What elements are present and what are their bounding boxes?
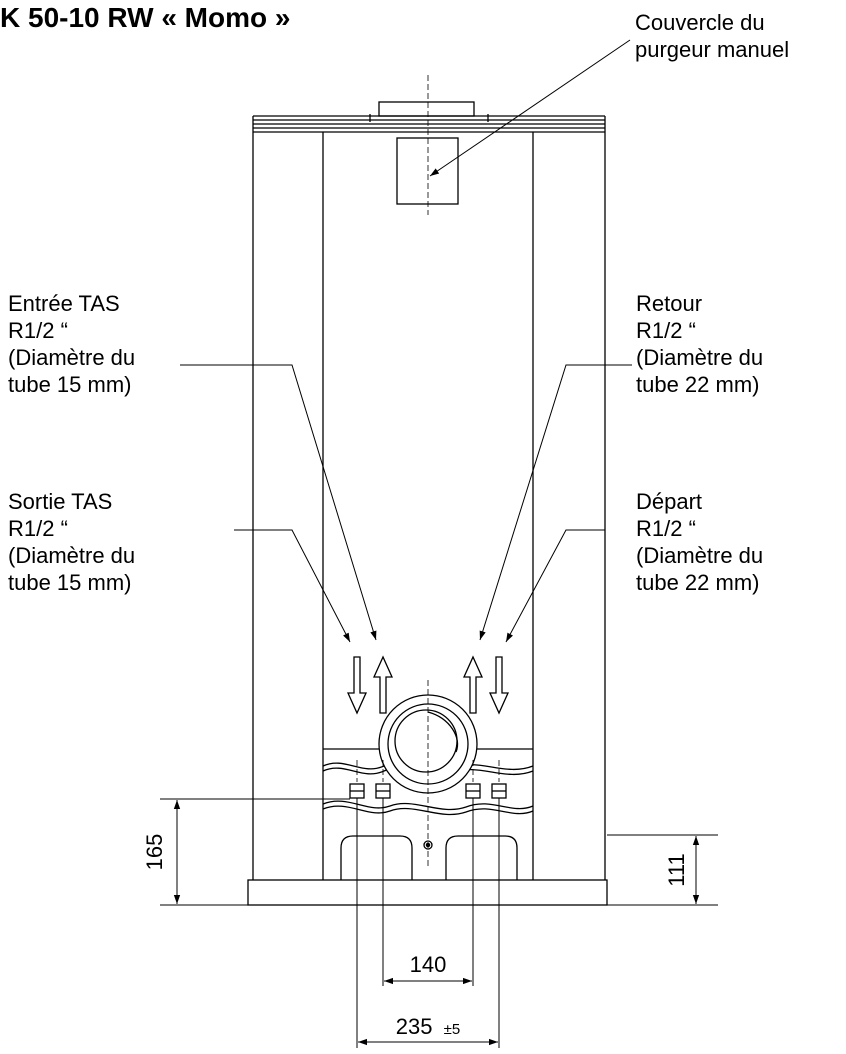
label-retour: Retour R1/2 “ (Diamètre du tube 22 mm) (636, 290, 763, 398)
boiler-body (252, 132, 606, 880)
label-sortie-line-2: R1/2 “ (8, 516, 68, 541)
label-depart: Départ R1/2 “ (Diamètre du tube 22 mm) (636, 488, 763, 596)
label-entree-line-3: (Diamètre du (8, 345, 136, 370)
label-retour-line-3: (Diamètre du (636, 345, 764, 370)
arrow-retour-up (462, 655, 484, 714)
dim-235-value: 235 (396, 1014, 433, 1039)
label-cover-line-2: purgeur manuel (635, 37, 790, 62)
top-lid (252, 101, 606, 133)
label-sortie-line-3: (Diamètre du (8, 543, 136, 568)
label-depart-line-2: R1/2 “ (636, 516, 696, 541)
label-cover: Couvercle du purgeur manuel (635, 9, 789, 63)
label-retour-line-4: tube 22 mm) (636, 372, 760, 397)
label-depart-line-3: (Diamètre du (636, 543, 764, 568)
dim-235-label: 235 ±5 (396, 1014, 460, 1039)
dimension-lines (160, 798, 718, 1048)
label-entree-line-1: Entrée TAS (8, 291, 120, 316)
arrow-sortie-down (346, 656, 368, 715)
dim-235-tolerance: ±5 (444, 1021, 461, 1038)
label-sortie: Sortie TAS R1/2 “ (Diamètre du tube 15 m… (8, 488, 135, 596)
label-cover-line-1: Couvercle du (635, 10, 765, 35)
center-lines (356, 75, 500, 868)
dim-140-label: 140 (410, 952, 447, 977)
label-entree-line-2: R1/2 “ (8, 318, 68, 343)
label-entree-line-4: tube 15 mm) (8, 372, 132, 397)
label-depart-line-1: Départ (636, 489, 703, 514)
base-feet (340, 835, 518, 880)
label-retour-line-2: R1/2 “ (636, 318, 696, 343)
arrow-depart-down (488, 656, 510, 715)
label-sortie-line-1: Sortie TAS (8, 489, 113, 514)
flow-arrows (346, 655, 510, 715)
base-plate (247, 879, 608, 906)
dim-111-label: 111 (664, 853, 689, 886)
drawing-title: K 50-10 RW « Momo » (0, 2, 291, 33)
arrow-entree-up (372, 655, 394, 714)
dim-165-label: 165 (142, 834, 167, 871)
label-entree: Entrée TAS R1/2 “ (Diamètre du tube 15 m… (8, 290, 135, 398)
bleeder-cover (396, 137, 459, 205)
label-retour-line-1: Retour (636, 291, 703, 316)
label-depart-line-4: tube 22 mm) (636, 570, 760, 595)
label-sortie-line-4: tube 15 mm) (8, 570, 132, 595)
leader-lines (180, 39, 632, 643)
